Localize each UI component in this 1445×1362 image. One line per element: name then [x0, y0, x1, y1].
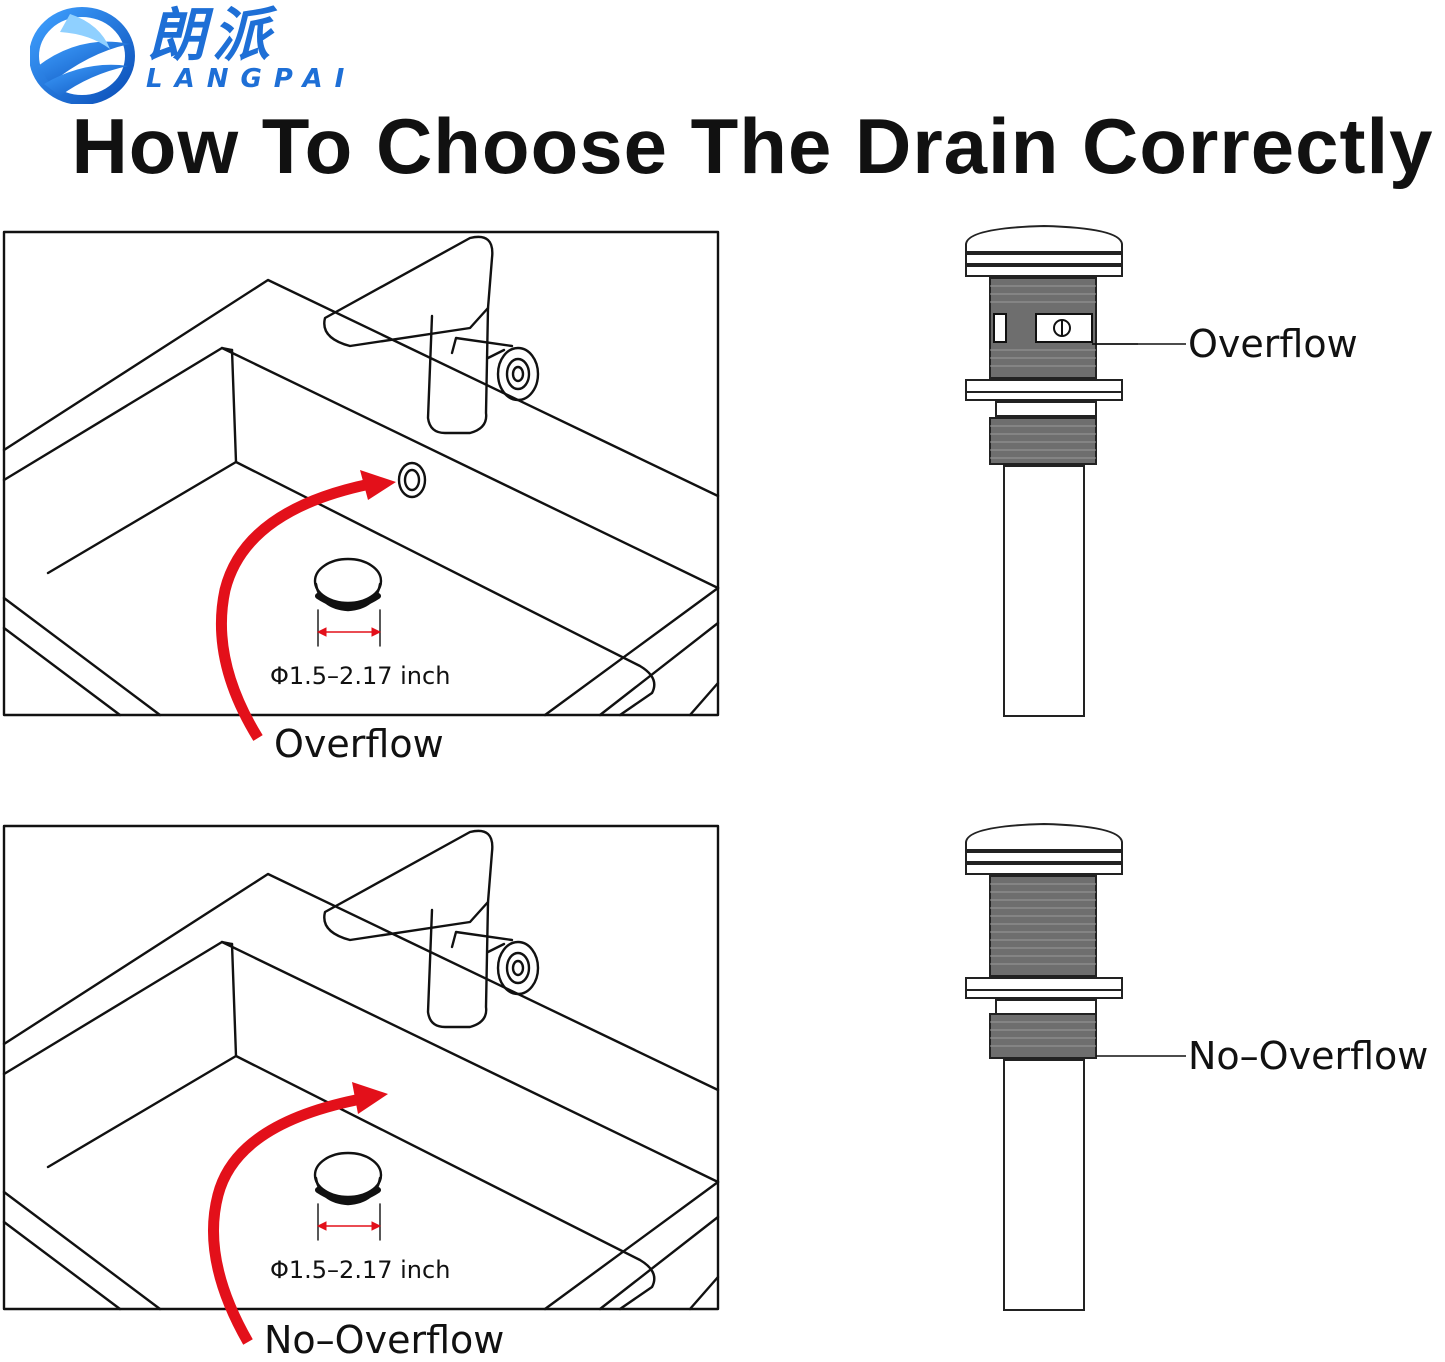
brand-name-cn: 朗派: [148, 1, 277, 69]
drain-product-no-overflow: [965, 822, 1123, 1311]
sink-overflow-callout: Overflow: [274, 722, 444, 766]
sink-illustration-no-overflow: [2, 824, 720, 1311]
page-title: How To Choose The Drain Correctly: [71, 102, 1434, 190]
callout-leader-line: [1092, 343, 1186, 345]
drain-size-label: Φ1.5–2.17 inch: [270, 1256, 451, 1284]
red-arrow-no-overflow: [208, 1082, 388, 1345]
drain-overflow-callout: Overflow: [1188, 322, 1358, 366]
logo-swoosh-icon: [30, 7, 135, 104]
sink-illustration-overflow: [2, 230, 720, 717]
callout-leader-line: [1096, 1055, 1186, 1057]
drain-product-overflow: [965, 224, 1138, 717]
red-arrow-overflow: [215, 470, 396, 741]
drain-size-label: Φ1.5–2.17 inch: [270, 662, 451, 690]
sink-no-overflow-callout: No–Overflow: [264, 1318, 505, 1362]
brand-name-en: LANGPAI: [146, 64, 357, 94]
drain-no-overflow-callout: No–Overflow: [1188, 1034, 1429, 1078]
brand-logo: [30, 4, 430, 104]
